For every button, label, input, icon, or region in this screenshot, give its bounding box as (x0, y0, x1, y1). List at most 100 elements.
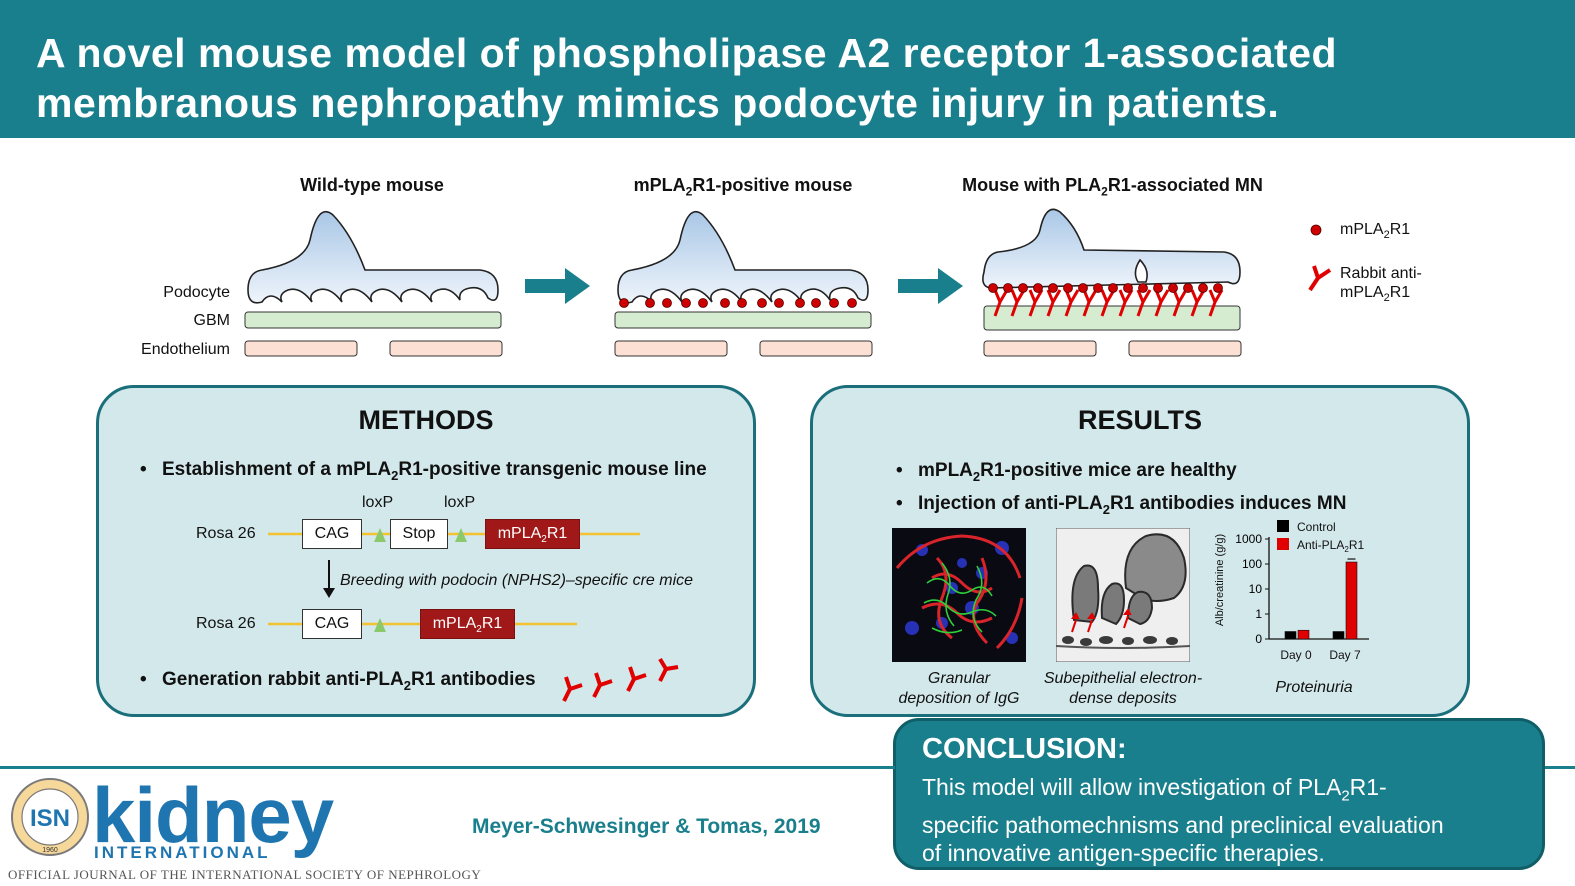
sub: 2 (685, 184, 693, 199)
wild-type-panel (244, 210, 503, 357)
y-tick-label: 10 (1249, 582, 1263, 596)
legend-swatch-anti (1277, 538, 1289, 550)
text: Rabbit anti- (1340, 265, 1422, 282)
text-line: This model will allow investigation of P… (922, 773, 1532, 811)
caption-em: Subepithelial electron- dense deposits (1036, 669, 1210, 709)
conclusion-title: CONCLUSION: (922, 733, 1127, 765)
antigen-legend-icon (1310, 224, 1322, 236)
footer-divider (1545, 766, 1575, 769)
loxp-label-1: loxP (362, 494, 394, 511)
construct-diagram (268, 528, 640, 632)
sub: 2 (391, 467, 399, 483)
text: mPLA (1340, 284, 1384, 301)
page-title: A novel mouse model of phospholipase A2 … (36, 28, 1556, 128)
legend-antibody: Rabbit anti- mPLA2R1 (1340, 264, 1422, 308)
stop-box: Stop (390, 519, 448, 549)
footer-divider (0, 766, 895, 769)
rosa-label-2: Rosa 26 (196, 615, 256, 632)
endothelium-bar (244, 340, 358, 357)
endothelium-bar (389, 340, 503, 357)
endothelium-bar (614, 340, 728, 357)
positive-panel (614, 210, 873, 357)
text: deposition of IgG (898, 690, 1020, 707)
results-bullet-1: •mPLA2R1-positive mice are healthy (896, 460, 1237, 484)
legend-label-anti: Anti-PLA2R1 (1297, 538, 1364, 554)
text: Injection of anti-PLA (918, 493, 1103, 514)
conclusion-text: This model will allow investigation of P… (922, 773, 1532, 867)
gbm-bar (983, 305, 1241, 331)
loxp-icon (374, 618, 386, 632)
text-line: of innovative antigen-specific therapies… (922, 839, 1325, 866)
mpla2r1-box: mPLA2R1 (485, 519, 580, 549)
text: mPLA (918, 460, 973, 481)
text: Subepithelial electron- (1043, 670, 1203, 687)
gbm-bar (614, 311, 872, 329)
antibody-icon (658, 657, 679, 682)
text: R1-positive transgenic mouse line (398, 459, 707, 480)
text: Generation rabbit anti-PLA (162, 669, 404, 690)
bar (1345, 561, 1358, 640)
antibody-icons (562, 657, 679, 702)
sub: 2 (1383, 229, 1390, 242)
sub: 2 (1341, 787, 1350, 805)
y-tick-label: 100 (1242, 557, 1262, 571)
bar (1332, 631, 1345, 640)
methods-box: METHODS (96, 385, 756, 717)
endothelium-bar (1128, 340, 1242, 357)
chart-ylabel: Alb/creatinine (g/g) (1214, 534, 1226, 626)
text: R1 (1389, 221, 1411, 238)
text: Establishment of a mPLA (162, 459, 392, 480)
antigen-dots (619, 298, 857, 308)
loxp-label-2: loxP (444, 494, 476, 511)
isn-logo-text: ISN (30, 805, 70, 832)
international-text: INTERNATIONAL (94, 843, 271, 862)
text: R1-positive mouse (692, 175, 853, 195)
author-citation: Meyer-Schwesinger & Tomas, 2019 (472, 815, 821, 838)
panel-title-mn: Mouse with PLA2R1-associated MN (940, 175, 1285, 199)
sub: 2 (541, 534, 547, 546)
arrow-down-icon (323, 588, 335, 598)
results-bullet-2: •Injection of anti-PLA2R1 antibodies ind… (896, 493, 1347, 517)
text: R1-positive mice are healthy (980, 460, 1237, 481)
endothelium-bar (983, 340, 1097, 357)
kidney-logo: kidney (92, 771, 334, 859)
text-line: specific pathomechnisms and preclinical … (922, 811, 1444, 838)
sub: 2 (972, 468, 981, 484)
legend-antigen: mPLA2R1 (1340, 221, 1410, 241)
bars (1284, 558, 1358, 640)
text: R1-associated MN (1107, 175, 1263, 195)
arrow-right-icon (898, 268, 963, 304)
text: mPLA (432, 615, 477, 632)
mn-panel (982, 208, 1242, 357)
legend-swatch-control (1277, 520, 1289, 532)
rosa-label-1: Rosa 26 (196, 525, 256, 542)
isn-logo-year: 1960 (42, 847, 58, 854)
podocyte-shape (617, 210, 869, 304)
isn-logo: ISN 1960 (11, 778, 89, 856)
y-tick-label: 1000 (1235, 532, 1262, 546)
official-journal-text: OFFICIAL JOURNAL OF THE INTERNATIONAL SO… (8, 867, 482, 882)
bar (1297, 629, 1310, 640)
text-line: mPLA2R1 (1340, 283, 1422, 308)
text: R1 (546, 525, 568, 542)
results-title: RESULTS (1077, 405, 1202, 435)
loxp-icon (455, 528, 467, 542)
label-gbm: GBM (193, 312, 230, 329)
antibody-icon (562, 676, 583, 702)
title-line-2: membranous nephropathy mimics podocyte i… (36, 80, 1280, 126)
text: mPLA (1340, 221, 1384, 238)
loxp-icon (374, 528, 386, 542)
text: This model will allow investigation of P… (922, 774, 1342, 800)
caption-igg: Granular deposition of IgG (892, 669, 1026, 709)
arrow-right-icon (525, 268, 590, 304)
mpla2r1-box: mPLA2R1 (420, 609, 515, 639)
label-podocyte: Podocyte (163, 284, 230, 301)
text: R1 antibodies (410, 669, 536, 690)
title-line-1: A novel mouse model of phospholipase A2 … (36, 30, 1338, 76)
text: mPLA (633, 175, 686, 195)
antigen-dots (988, 283, 1223, 293)
antibody-icon (592, 672, 613, 698)
text: R1- (1349, 774, 1387, 800)
caption-proteinuria: Proteinuria (1275, 679, 1353, 696)
